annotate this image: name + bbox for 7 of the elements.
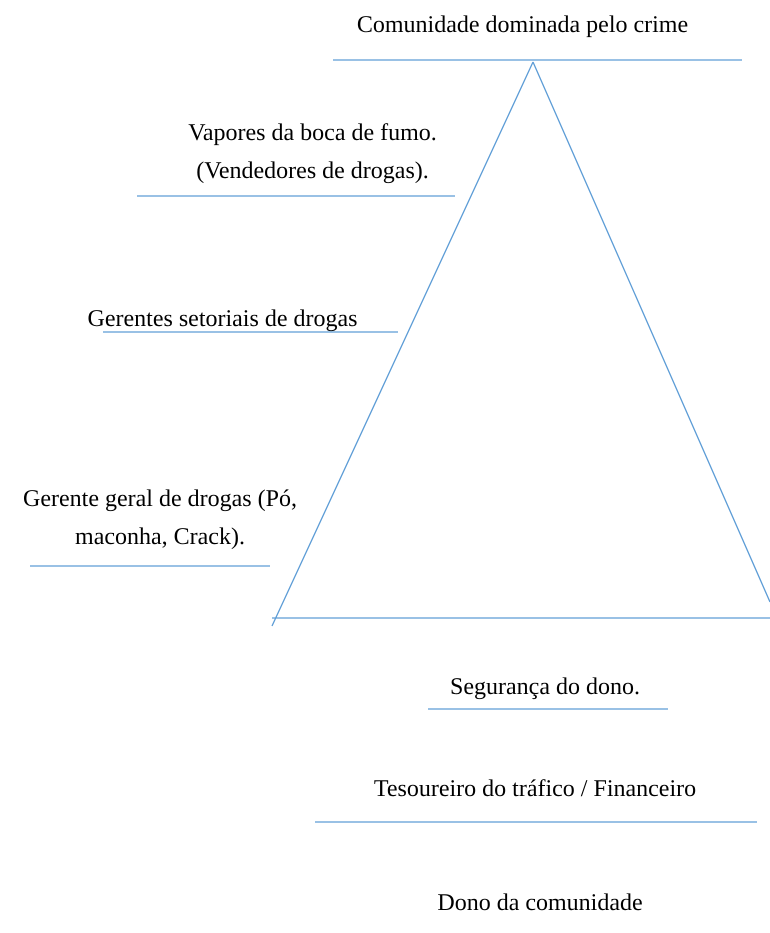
- level-label: Vapores da boca de fumo. (Vendedores de drogas).: [187, 119, 438, 186]
- level-label: Tesoureiro do tráfico / Financeiro: [372, 775, 698, 804]
- level-label: Gerente geral de drogas (Pó, maconha, Crack).: [22, 485, 298, 552]
- level-label: Comunidade dominada pelo crime: [356, 11, 690, 40]
- level-label: Segurança do dono.: [449, 673, 641, 702]
- level-label: Gerentes setoriais de drogas: [86, 305, 358, 334]
- level-label: Dono da comunidade: [436, 889, 644, 918]
